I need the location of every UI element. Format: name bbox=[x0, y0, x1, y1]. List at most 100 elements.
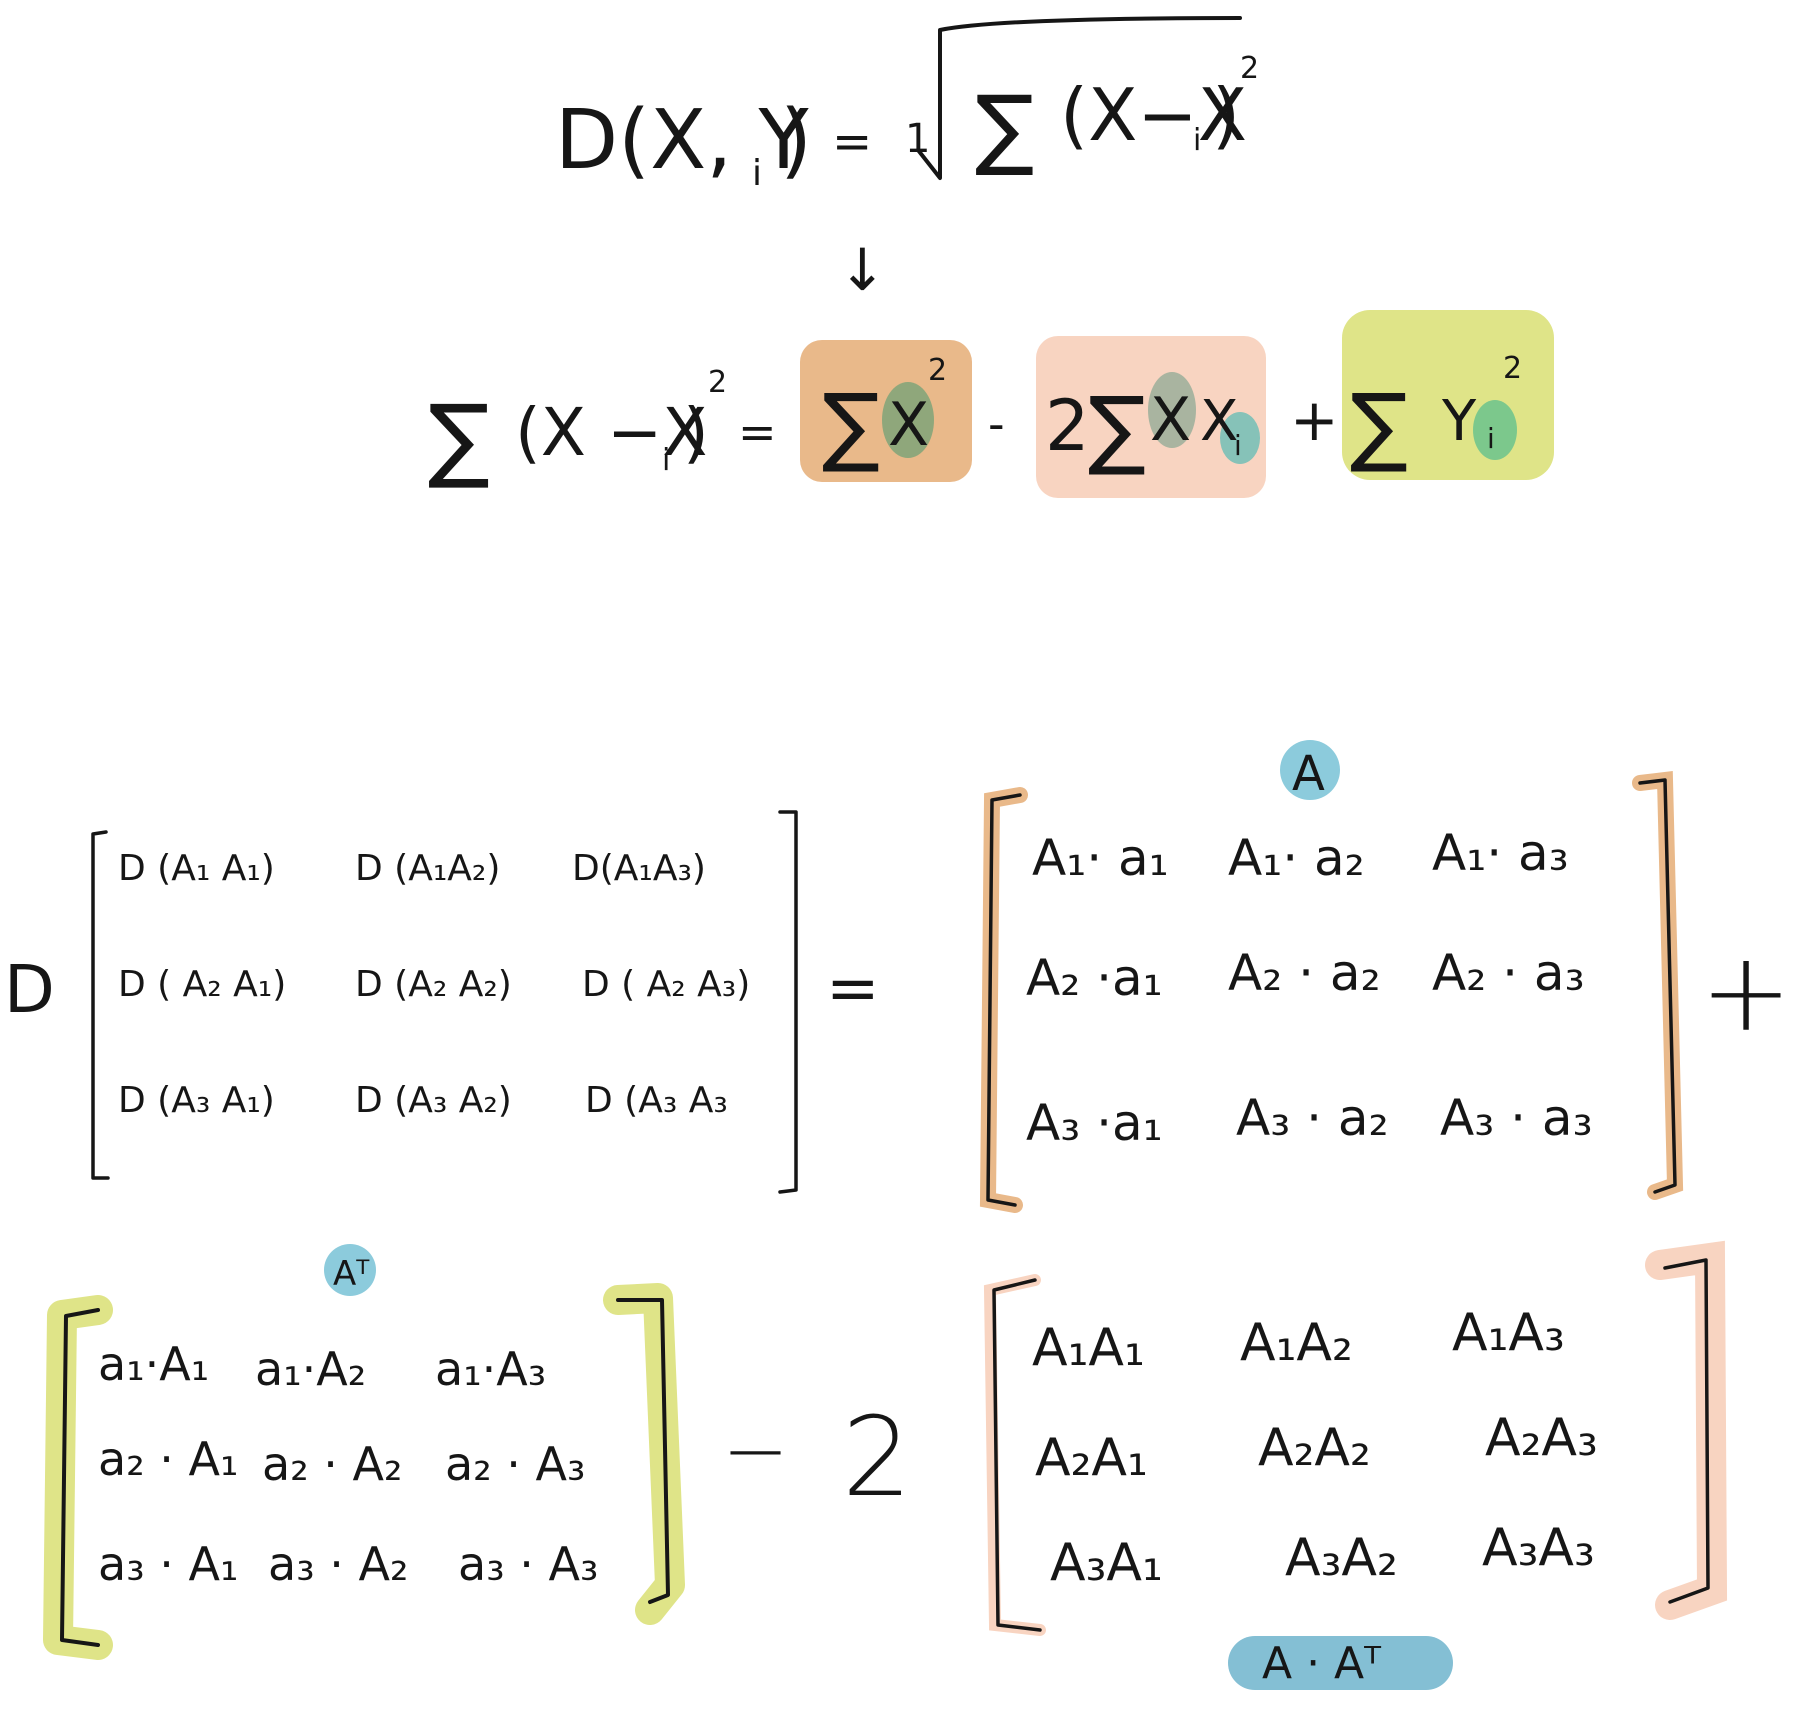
matrix-d-cell: D ( A₂ A₃) bbox=[582, 964, 750, 1005]
matrix-d-cell: D (A₃ A₁) bbox=[118, 1080, 275, 1121]
matrix-a-transpose: Aᵀ a₁·A₁ a₁·A₂ a₁·A₃ a₂ · A₁ a₂ · A₂ a₂ … bbox=[43, 1244, 685, 1660]
root-sigma: ∑ bbox=[975, 76, 1034, 179]
term2-xi: X bbox=[1200, 389, 1238, 454]
distance-lhs-close: ) bbox=[780, 93, 812, 188]
matrix-at-cell: a₃ · A₂ bbox=[268, 1537, 408, 1591]
expanded-equals: = bbox=[738, 405, 777, 459]
matrix-at-cell: a₂ · A₁ bbox=[98, 1432, 238, 1486]
term2-coefficient: 2 bbox=[1045, 385, 1090, 467]
matrix-d-prefix: D bbox=[4, 951, 55, 1028]
root-inner: (X−X bbox=[1060, 73, 1247, 157]
matrix-aat-cell: A₃A₂ bbox=[1285, 1528, 1398, 1588]
expanded-lhs: (X −X bbox=[515, 394, 707, 471]
matrix-at-cell: a₂ · A₃ bbox=[445, 1437, 585, 1491]
blob-x bbox=[1148, 372, 1196, 448]
root-inner-subscript: i bbox=[1193, 123, 1201, 158]
matrix-plus: + bbox=[1700, 928, 1792, 1056]
matrix-a-cell: A₃ · a₂ bbox=[1236, 1089, 1389, 1147]
term2-subscript: i bbox=[1234, 429, 1242, 462]
matrix-a-cell: A₃ · a₃ bbox=[1440, 1089, 1593, 1147]
operator-minus: − bbox=[722, 1404, 789, 1497]
matrix-at-label: Aᵀ bbox=[333, 1254, 370, 1294]
matrix-a-cell: A₂ · a₃ bbox=[1432, 944, 1585, 1002]
label-pill-aat bbox=[1228, 1636, 1453, 1690]
matrix-aat-cell: A₃A₃ bbox=[1482, 1518, 1595, 1578]
expanded-sigma: ∑ bbox=[428, 385, 490, 492]
expanded-minus: - bbox=[988, 397, 1005, 451]
square-root-sign bbox=[916, 16, 1242, 180]
matrix-a: A A₁· a₁ A₁· a₂ A₁· a₃ A₂ ·a₁ A₂ · a₂ A₂… bbox=[979, 740, 1792, 1213]
matrix-d-cell: D (A₁A₂) bbox=[355, 848, 500, 889]
term3-subscript: i bbox=[1487, 422, 1495, 455]
distance-lhs: D(X, Y bbox=[555, 93, 809, 188]
expanded-lhs-subscript: i bbox=[662, 443, 670, 478]
matrix-at-cell: a₃ · A₁ bbox=[98, 1537, 238, 1591]
matrix-a-cell: A₁· a₂ bbox=[1228, 829, 1365, 887]
matrix-a-cell: A₁· a₃ bbox=[1432, 824, 1569, 882]
matrix-a-cell: A₂ · a₂ bbox=[1228, 944, 1381, 1002]
matrix-aat-cell: A₁A₃ bbox=[1452, 1303, 1565, 1363]
matrix-at-cell: a₁·A₁ bbox=[98, 1337, 209, 1391]
label-bubble-at bbox=[324, 1244, 376, 1296]
matrix-a-cell: A₂ ·a₁ bbox=[1026, 949, 1163, 1007]
matrix-a-cell: A₁· a₁ bbox=[1032, 829, 1169, 887]
matrix-d-cell: D (A₂ A₂) bbox=[355, 964, 512, 1005]
matrix-at-cell: a₃ · A₃ bbox=[458, 1537, 598, 1591]
operator-two: 2 bbox=[842, 1393, 912, 1521]
distance-equals: = bbox=[832, 114, 872, 170]
term1-power: 2 bbox=[928, 353, 947, 388]
matrix-d-cell: D(A₁A₃) bbox=[572, 848, 706, 889]
matrix-d-right-bracket bbox=[778, 810, 798, 1194]
label-bubble-a bbox=[1280, 740, 1340, 800]
distance-matrix: D D (A₁ A₁) D (A₁A₂) D(A₁A₃) D ( A₂ A₁) … bbox=[4, 810, 880, 1194]
term1-x: X bbox=[888, 390, 929, 460]
matrix-aat-cell: A₃A₁ bbox=[1050, 1533, 1163, 1593]
matrix-a-left-bracket bbox=[986, 793, 1022, 1207]
blob-yi-sub bbox=[1473, 400, 1517, 460]
root-inner-close: ) bbox=[1212, 73, 1240, 157]
matrix-aat-left-bracket bbox=[992, 1278, 1042, 1632]
distance-lhs-subscript: i bbox=[752, 153, 762, 194]
root-index: 1 bbox=[905, 116, 930, 162]
term3-y: Y bbox=[1441, 389, 1477, 454]
matrix-aat-right-bracket-highlight bbox=[1645, 1240, 1728, 1620]
down-arrow: ↓ bbox=[838, 236, 887, 304]
expanded-lhs-power: 2 bbox=[708, 365, 727, 400]
matrix-d-cell: D (A₁ A₁) bbox=[118, 848, 275, 889]
term2-x: X bbox=[1150, 385, 1191, 455]
expanded-formula: ∑ (X −X i ) 2 = ∑ X 2 - 2 ∑ X X i + ∑ Y … bbox=[428, 310, 1554, 498]
matrix-at-right-bracket bbox=[616, 1298, 670, 1604]
term3-sigma: ∑ bbox=[1350, 376, 1408, 476]
minus-two-operator: − 2 bbox=[722, 1393, 912, 1521]
matrix-d-left-bracket bbox=[91, 830, 110, 1180]
matrix-aat-cell: A₂A₃ bbox=[1485, 1408, 1598, 1468]
matrix-at-cell: a₁·A₃ bbox=[435, 1342, 546, 1396]
expanded-lhs-close: ) bbox=[683, 394, 709, 471]
term2-sigma: ∑ bbox=[1088, 379, 1146, 479]
matrix-equals: = bbox=[826, 952, 880, 1026]
matrix-a-cell: A₃ ·a₁ bbox=[1026, 1094, 1163, 1152]
blob-x-squared bbox=[882, 382, 934, 458]
matrix-a-right-bracket bbox=[1638, 778, 1677, 1194]
matrix-at-cell: a₁·A₂ bbox=[255, 1342, 366, 1396]
matrix-at-left-bracket bbox=[60, 1308, 100, 1647]
term1-sigma: ∑ bbox=[822, 376, 880, 476]
matrix-aat-cell: A₁A₁ bbox=[1032, 1318, 1145, 1378]
expanded-plus: + bbox=[1290, 386, 1339, 454]
term3-power: 2 bbox=[1503, 351, 1522, 386]
blob-xi-sub bbox=[1220, 412, 1260, 464]
matrix-aat-cell: A₁A₂ bbox=[1240, 1313, 1353, 1373]
distance-formula: D(X, Y i ) = 1 ∑ (X−X i ) 2 ↓ bbox=[555, 16, 1259, 304]
matrix-aat-label: A · Aᵀ bbox=[1262, 1638, 1382, 1689]
root-power: 2 bbox=[1240, 51, 1259, 86]
matrix-d-cell: D (A₃ A₂) bbox=[355, 1080, 512, 1121]
matrix-a-a-transpose: A₁A₁ A₁A₂ A₁A₃ A₂A₁ A₂A₂ A₂A₃ A₃A₁ A₃A₂ … bbox=[983, 1240, 1728, 1690]
matrix-d-cell: D ( A₂ A₁) bbox=[118, 964, 286, 1005]
matrix-aat-cell: A₂A₂ bbox=[1258, 1418, 1371, 1478]
matrix-aat-cell: A₂A₁ bbox=[1035, 1428, 1148, 1488]
matrix-a-label: A bbox=[1292, 746, 1325, 802]
matrix-aat-right-bracket bbox=[1663, 1258, 1710, 1604]
matrix-d-cell: D (A₃ A₃ bbox=[585, 1080, 728, 1121]
matrix-at-cell: a₂ · A₂ bbox=[262, 1437, 402, 1491]
